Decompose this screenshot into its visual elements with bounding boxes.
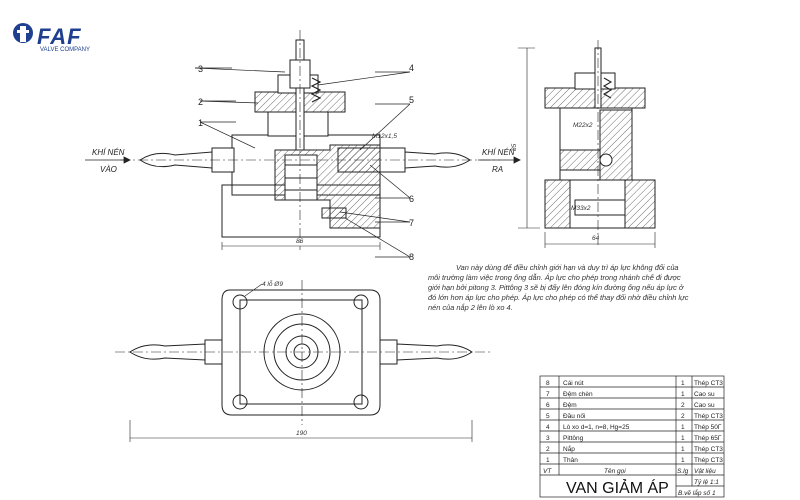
parts-row: 1 Thân 1 Thép CT3 xyxy=(546,457,723,464)
flow-arrows xyxy=(85,156,521,164)
front-section-view xyxy=(120,30,500,250)
part-no: 4 xyxy=(546,424,550,431)
plan-view xyxy=(115,280,490,425)
part-name: Lò xo d=1, n=8, Hg=25 xyxy=(563,424,630,431)
side-height-value: 85 xyxy=(511,143,518,151)
part-name: Cái nút xyxy=(563,380,584,387)
parts-row: 5 Đầu nối 2 Thép CT3 xyxy=(546,411,723,420)
part-name: Pittông xyxy=(563,435,584,442)
part-qty: 1 xyxy=(681,391,685,398)
inlet-label-bottom: VÀO xyxy=(100,165,117,174)
spring xyxy=(310,77,322,103)
part-name: Đệm chèn xyxy=(563,391,593,398)
part-no: 5 xyxy=(546,413,550,420)
bolt-hole xyxy=(353,294,369,310)
thread-top-label: M22x2 xyxy=(573,122,593,129)
parts-row: 4 Lò xo d=1, n=8, Hg=25 1 Thép 50Г xyxy=(546,424,722,431)
part-qty: 1 xyxy=(681,380,685,387)
part-qty: 1 xyxy=(681,424,685,431)
header-qty: S.lg xyxy=(677,468,689,475)
drawing-scale: Tỷ lệ 1:1 xyxy=(694,479,719,486)
part-material: Cao su xyxy=(694,391,715,398)
parts-header-row: VT Tên gọi S.lg Vật liệu xyxy=(543,468,716,475)
drawing-sheet: B.vẽ lắp số 1 xyxy=(678,488,716,497)
inlet-label-top: KHÍ NÉN xyxy=(92,148,125,157)
bolt-hole xyxy=(353,394,369,410)
part-material: Thép CT3 xyxy=(694,380,723,387)
seal-plug xyxy=(321,207,347,219)
part-material: Thép CT3 xyxy=(694,457,723,464)
parts-row: 7 Đệm chèn 1 Cao su xyxy=(546,391,715,398)
part-material: Thép 50Г xyxy=(694,424,722,431)
part-qty: 1 xyxy=(681,457,685,464)
plan-width-value: 190 xyxy=(296,430,307,437)
callout-5: 5 xyxy=(409,95,414,105)
part-qty: 2 xyxy=(681,413,685,420)
side-height-dimension xyxy=(518,47,540,229)
part-name: Đệm xyxy=(563,402,577,409)
part-material: Thép 65Г xyxy=(694,435,722,442)
parts-row: 6 Đệm 2 Cao su xyxy=(546,402,715,409)
outlet-label-bottom: RA xyxy=(492,165,503,174)
thread-bottom-label: M33x2 xyxy=(571,205,591,212)
plan-width-dimension xyxy=(129,420,473,442)
drawing-title: VAN GIẢM ÁP xyxy=(566,478,669,497)
callout-1: 1 xyxy=(198,118,203,128)
part-name: Thân xyxy=(563,457,578,464)
header-no: VT xyxy=(543,468,552,475)
header-material: Vật liệu xyxy=(694,468,716,475)
part-qty: 1 xyxy=(681,446,685,453)
callout-leaders xyxy=(194,67,411,258)
side-width-dimension xyxy=(544,232,656,248)
front-width-value: 86 xyxy=(296,238,304,245)
parts-table-grid xyxy=(539,375,725,498)
part-no: 3 xyxy=(546,435,550,442)
part-qty: 1 xyxy=(681,435,685,442)
part-name: Nắp xyxy=(563,444,575,453)
side-width-value: 64 xyxy=(592,235,600,242)
callout-6: 6 xyxy=(409,194,414,204)
parts-row: 2 Nắp 1 Thép CT3 xyxy=(546,444,723,453)
logo-emblem-icon xyxy=(13,23,33,43)
callout-4: 4 xyxy=(409,63,414,73)
callout-7: 7 xyxy=(409,218,414,228)
part-no: 6 xyxy=(546,402,550,409)
part-material: Thép CT3 xyxy=(694,446,723,453)
callout-3: 3 xyxy=(198,64,203,74)
outlet-label-top: KHÍ NÉN xyxy=(482,148,515,157)
part-no: 1 xyxy=(546,457,550,464)
faf-logo: FAF VALVE COMPANY xyxy=(10,14,100,53)
part-no: 8 xyxy=(546,380,550,387)
callout-8: 8 xyxy=(409,252,414,262)
part-material: Cao su xyxy=(694,402,715,409)
part-qty: 2 xyxy=(681,402,685,409)
thread-main-label: M12x1,5 xyxy=(372,133,397,140)
callout-2: 2 xyxy=(198,97,203,107)
logo-tagline: VALVE COMPANY xyxy=(40,47,91,53)
holes-label: 4 lỗ Ø9 xyxy=(262,279,283,288)
bolt-hole xyxy=(232,294,248,310)
parts-row: 3 Pittông 1 Thép 65Г xyxy=(546,435,722,442)
front-width-dimension xyxy=(221,242,381,250)
part-material: Thép CT3 xyxy=(694,413,723,420)
parts-row: 8 Cái nút 1 Thép CT3 xyxy=(546,380,723,387)
side-section-view xyxy=(544,40,656,245)
header-name: Tên gọi xyxy=(604,468,626,475)
part-no: 2 xyxy=(546,446,550,453)
description-text: Van này dùng để điều chỉnh giới hạn và d… xyxy=(428,263,689,312)
part-name: Đầu nối xyxy=(563,411,585,420)
logo-brand: FAF xyxy=(37,24,82,49)
bolt-hole xyxy=(232,394,248,410)
part-no: 7 xyxy=(546,391,550,398)
